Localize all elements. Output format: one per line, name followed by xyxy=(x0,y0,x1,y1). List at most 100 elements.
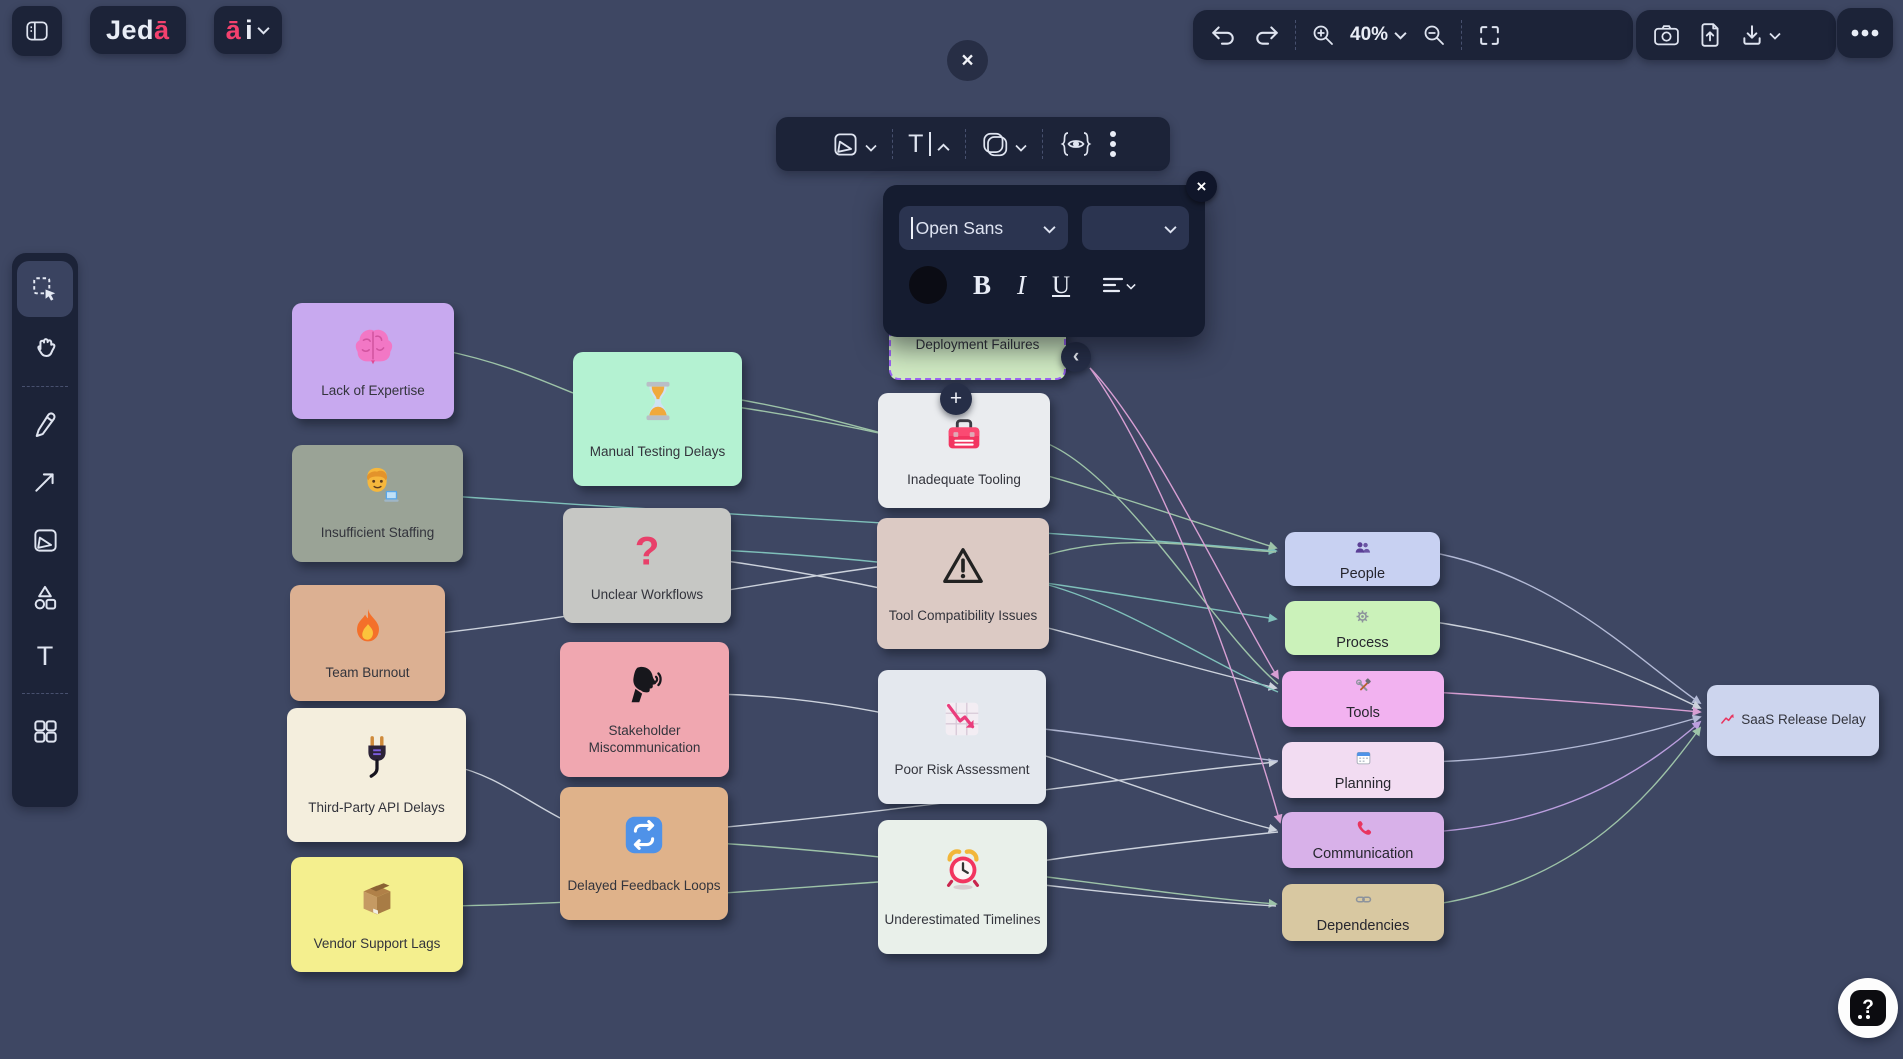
node-vendor-support-lags[interactable]: Vendor Support Lags xyxy=(291,857,463,972)
apps-grid-tool[interactable] xyxy=(17,705,73,757)
help-label: ? xyxy=(1862,997,1874,1018)
bold-button[interactable]: B xyxy=(973,269,992,300)
node-people[interactable]: People xyxy=(1285,532,1440,586)
share-export-button[interactable] xyxy=(1689,22,1731,48)
chevron-down-icon xyxy=(1769,28,1781,43)
redo-button[interactable] xyxy=(1245,23,1289,47)
close-panel-button[interactable]: × xyxy=(1186,171,1217,202)
eye-braces-icon xyxy=(1060,132,1092,156)
download-menu-button[interactable] xyxy=(1731,23,1790,47)
svg-text:?: ? xyxy=(635,529,660,574)
node-tools[interactable]: Tools xyxy=(1282,671,1444,727)
node-unclear-workflows[interactable]: ? Unclear Workflows xyxy=(563,508,731,623)
node-label: Planning xyxy=(1334,776,1392,792)
node-manual-testing-delays[interactable]: Manual Testing Delays xyxy=(573,352,742,486)
node-third-party-api-delays[interactable]: Third-Party API Delays xyxy=(287,708,466,842)
text-icon: T xyxy=(36,640,54,671)
gear-icon xyxy=(1354,608,1371,625)
node-label: Tool Compatibility Issues xyxy=(888,607,1038,623)
toolbar-divider xyxy=(1295,20,1296,50)
logo-text: Jed xyxy=(106,14,155,45)
pen-tool[interactable] xyxy=(17,398,73,450)
image-style-dropdown[interactable] xyxy=(823,131,886,158)
repeat-icon xyxy=(621,812,667,858)
connector-tool[interactable] xyxy=(17,456,73,508)
node-label: Process xyxy=(1336,635,1389,651)
people-icon xyxy=(1354,539,1371,556)
undo-button[interactable] xyxy=(1201,23,1245,47)
node-label: Delayed Feedback Loops xyxy=(567,877,721,893)
selection-toolbar: T xyxy=(776,117,1170,171)
node-underestimated-timelines[interactable]: Underestimated Timelines xyxy=(878,820,1047,954)
visibility-settings-button[interactable] xyxy=(1049,131,1103,157)
node-stakeholder-miscommunication[interactable]: Stakeholder Miscommunication xyxy=(560,642,729,777)
node-insufficient-staffing[interactable]: Insufficient Staffing xyxy=(292,445,463,562)
chevron-down-icon xyxy=(1164,218,1177,239)
text-color-swatch[interactable] xyxy=(909,266,947,304)
node-communication[interactable]: Communication xyxy=(1282,812,1444,868)
select-tool[interactable] xyxy=(17,261,73,317)
node-planning[interactable]: Planning xyxy=(1282,742,1444,798)
font-family-dropdown[interactable]: Open Sans xyxy=(899,206,1068,250)
node-tool-compatibility-issues[interactable]: Tool Compatibility Issues xyxy=(877,518,1049,649)
chart-down-icon xyxy=(939,696,985,742)
text-icon: T xyxy=(908,129,924,158)
link-icon xyxy=(1355,891,1372,908)
node-lack-of-expertise[interactable]: Lack of Expertise xyxy=(292,303,454,419)
shape-style-dropdown[interactable] xyxy=(972,131,1036,158)
node-label: Stakeholder Miscommunication xyxy=(588,722,701,756)
alarm-icon xyxy=(940,846,986,892)
help-button[interactable]: ? xyxy=(1838,978,1898,1038)
text-align-dropdown[interactable] xyxy=(1096,275,1142,295)
toolbar-divider xyxy=(964,129,966,159)
pan-tool[interactable] xyxy=(17,323,73,375)
download-icon xyxy=(1743,25,1761,45)
chart-up-icon xyxy=(1720,711,1735,726)
chevron-down-icon xyxy=(865,131,877,158)
node-saas-release-delay[interactable]: SaaS Release Delay xyxy=(1707,685,1879,756)
collapse-branch-button[interactable]: ‹ xyxy=(1061,342,1091,372)
brain-icon xyxy=(350,323,396,369)
text-style-dropdown[interactable]: T xyxy=(899,130,959,159)
node-label: People xyxy=(1339,566,1386,582)
hourglass-icon xyxy=(635,378,681,424)
italic-button[interactable]: I xyxy=(1017,269,1027,300)
toolbox-icon xyxy=(941,412,987,458)
underline-button[interactable]: U xyxy=(1052,271,1071,299)
grid-icon xyxy=(33,719,57,743)
node-label: Communication xyxy=(1312,846,1414,862)
zoom-level-dropdown[interactable]: 40% xyxy=(1344,24,1413,46)
question-icon: ? xyxy=(624,527,670,574)
pen-icon xyxy=(35,411,55,437)
zoom-in-button[interactable] xyxy=(1302,23,1344,47)
node-team-burnout[interactable]: Team Burnout xyxy=(290,585,445,701)
toolbar-divider xyxy=(1461,20,1463,50)
chevron-down-icon xyxy=(1394,24,1407,46)
fullscreen-button[interactable] xyxy=(1468,23,1511,48)
screenshot-button[interactable] xyxy=(1644,23,1689,47)
zoom-out-button[interactable] xyxy=(1413,23,1455,47)
tools-icon xyxy=(1355,678,1372,695)
font-size-dropdown[interactable] xyxy=(1081,206,1189,250)
sidebar-divider xyxy=(22,693,68,694)
more-options-button[interactable] xyxy=(1837,8,1893,58)
shapes-tool[interactable] xyxy=(17,572,73,624)
add-node-button[interactable]: + xyxy=(940,383,972,415)
chevron-up-icon xyxy=(937,131,950,158)
plug-icon xyxy=(354,734,400,780)
node-delayed-feedback-loops[interactable]: Delayed Feedback Loops xyxy=(560,787,728,920)
image-tool[interactable] xyxy=(17,514,73,566)
node-label: SaaS Release Delay xyxy=(1720,710,1866,730)
node-poor-risk-assessment[interactable]: Poor Risk Assessment xyxy=(878,670,1046,804)
toolbar-more-button[interactable] xyxy=(1103,130,1123,158)
node-dependencies[interactable]: Dependencies xyxy=(1282,884,1444,941)
node-process[interactable]: Process xyxy=(1285,601,1440,655)
text-tool[interactable]: T xyxy=(17,630,73,682)
node-label: Unclear Workflows xyxy=(590,586,704,602)
dismiss-toolbar-button[interactable]: × xyxy=(947,40,988,81)
sidebar-toggle-button[interactable] xyxy=(12,6,62,56)
